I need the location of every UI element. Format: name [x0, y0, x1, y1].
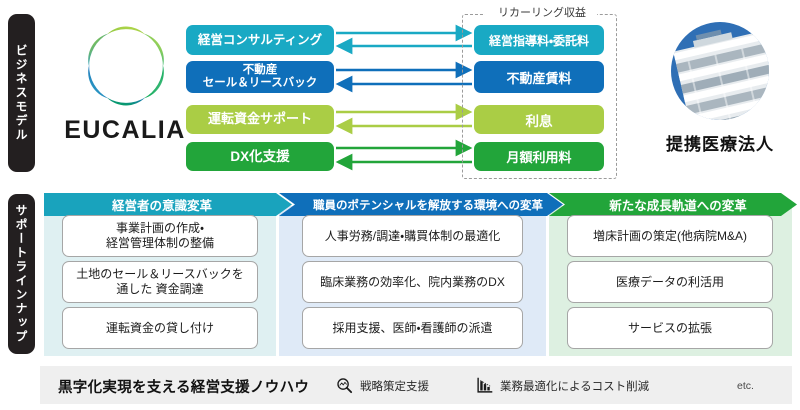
support-column-header-2: 新たな成長軌道への変革	[549, 193, 797, 216]
support-column-header-2-label: 新たな成長軌道への変革	[609, 199, 747, 213]
revenue-box-rent[interactable]: 不動産賃料	[474, 61, 604, 93]
service-box-dx-support[interactable]: DX化支援	[186, 142, 334, 171]
footer-etc-label: etc.	[737, 380, 754, 392]
support-item[interactable]: 土地のセール＆リースバックを通した 資金調達	[62, 261, 258, 303]
footer-title: 黒字化実現を支える経営支援ノウハウ	[58, 380, 310, 396]
revenue-box-management-fee[interactable]: 経営指導料・委託料	[474, 25, 604, 55]
footer-item-cost-reduction-label: 業務最適化によるコスト削減	[500, 380, 650, 393]
revenue-box-interest[interactable]: 利息	[474, 105, 604, 134]
section-tab-support-lineup: サポートラインナップ	[8, 194, 35, 354]
bar-chart-icon	[477, 377, 493, 393]
section-tab-business-model: ビジネスモデル	[8, 14, 35, 172]
service-box-working-capital-label: 運転資金サポート	[207, 111, 312, 127]
recurring-revenue-label: リカーリング収益	[498, 7, 586, 19]
support-item[interactable]: サービスの拡張	[567, 307, 773, 349]
support-item[interactable]: 臨床業務の効率化、院内業務のDX	[302, 261, 523, 303]
flow-arrows	[335, 24, 473, 171]
revenue-box-rent-label: 不動産賃料	[506, 70, 572, 86]
section-tab-support-lineup-label: サポートラインナップ	[14, 204, 28, 344]
revenue-box-monthly-fee-label: 月額利用料	[506, 150, 572, 165]
eucalia-ring-logo-icon	[88, 26, 164, 106]
section-tab-business-model-label: ビジネスモデル	[14, 44, 28, 142]
support-column-header-0: 経営者の意識変革	[44, 193, 292, 216]
support-item-label: 土地のセール＆リースバックを通した 資金調達	[76, 267, 244, 296]
service-box-consulting-label: 経営コンサルティング	[197, 32, 323, 47]
magnifier-analytics-icon	[337, 378, 353, 394]
support-item-label: サービスの拡張	[627, 320, 712, 335]
service-box-dx-support-label: DX化支援	[230, 148, 290, 164]
support-item-label: 医療データの利活用	[615, 274, 724, 289]
revenue-box-interest-label: 利息	[525, 113, 553, 129]
support-item[interactable]: 事業計画の作成・経営管理体制の整備	[62, 215, 258, 257]
support-item-label: 運転資金の貸し付け	[105, 320, 214, 335]
support-column-header-1-label: 職員のポテンシャルを解放する環境への変革	[313, 199, 543, 212]
support-item-label: 増床計画の策定(他病院M&A)	[593, 228, 747, 243]
support-item-label: 事業計画の作成・経営管理体制の整備	[105, 221, 214, 250]
support-item[interactable]: 人事労務/調達・購買体制の最適化	[302, 215, 523, 257]
footer-bar: 黒字化実現を支える経営支援ノウハウ 戦略策定支援 業務最適化によるコスト削減 e…	[40, 366, 792, 404]
support-column-header-0-label: 経営者の意識変革	[111, 199, 212, 213]
service-box-consulting[interactable]: 経営コンサルティング	[186, 25, 334, 55]
service-box-realestate-saleleaseback[interactable]: 不動産セール＆リースバック	[186, 61, 334, 93]
footer-item-cost-reduction: 業務最適化によるコスト削減	[476, 377, 649, 394]
support-item-label: 臨床業務の効率化、院内業務のDX	[320, 274, 505, 289]
revenue-box-monthly-fee[interactable]: 月額利用料	[474, 142, 604, 171]
brand-wordmark: EUCALIA	[64, 116, 186, 144]
support-item[interactable]: 採用支援、医師・看護師の派遣	[302, 307, 523, 349]
service-box-working-capital[interactable]: 運転資金サポート	[186, 105, 334, 134]
support-item-label: 人事労務/調達・購買体制の最適化	[324, 228, 501, 243]
partner-label: 提携医療法人	[666, 135, 774, 154]
support-column-header-1: 職員のポテンシャルを解放する環境への変革	[279, 193, 563, 216]
service-box-realestate-saleleaseback-label: 不動産セール＆リースバック	[202, 63, 318, 89]
support-item[interactable]: 運転資金の貸し付け	[62, 307, 258, 349]
hospital-building-photo-icon	[671, 22, 769, 120]
support-item[interactable]: 増床計画の策定(他病院M&A)	[567, 215, 773, 257]
footer-item-strategy-label: 戦略策定支援	[360, 380, 429, 393]
footer-item-strategy: 戦略策定支援	[336, 377, 429, 394]
brand-block: EUCALIA	[60, 20, 190, 170]
support-item[interactable]: 医療データの利活用	[567, 261, 773, 303]
recurring-revenue-frame	[462, 12, 617, 179]
support-item-label: 採用支援、医師・看護師の派遣	[332, 320, 493, 335]
partner-block: 提携医療法人	[650, 22, 790, 172]
revenue-box-management-fee-label: 経営指導料・委託料	[488, 33, 590, 48]
